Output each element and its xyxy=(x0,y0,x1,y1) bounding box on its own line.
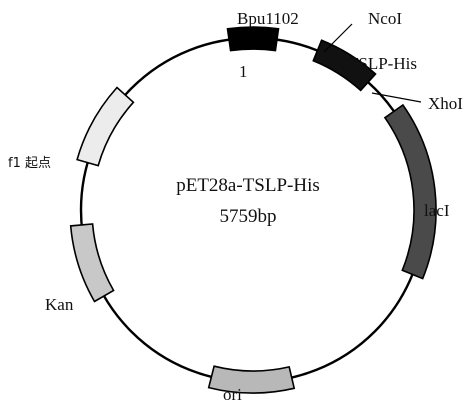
label-f1-origin: f1 起点 xyxy=(8,156,51,171)
label-tslp-his: TSLP-His xyxy=(348,54,417,73)
plasmid-size: 5759bp xyxy=(220,206,277,227)
feature-arc-kan xyxy=(69,223,115,303)
label-ori: ori xyxy=(223,385,242,403)
feature-arc-ori xyxy=(207,365,296,394)
label-bpu1102: Bpu1102 xyxy=(237,9,299,28)
label-kan: Kan xyxy=(45,295,74,314)
site-line-xhoi xyxy=(371,92,422,103)
plasmid-name: pET28a-TSLP-His xyxy=(176,175,320,196)
feature-arc-bpu1102 xyxy=(226,26,280,52)
label-xhoi: XhoI xyxy=(428,94,463,113)
label-laci: lacI xyxy=(424,201,450,220)
feature-arc-tslp-his xyxy=(312,39,377,92)
label-ncoi: NcoI xyxy=(368,9,402,28)
label-bpu1102-sublabel: 1 xyxy=(239,62,248,81)
feature-arc-f1-origin xyxy=(76,86,135,167)
feature-arc-laci xyxy=(383,103,437,280)
site-line-ncoi xyxy=(323,23,353,53)
